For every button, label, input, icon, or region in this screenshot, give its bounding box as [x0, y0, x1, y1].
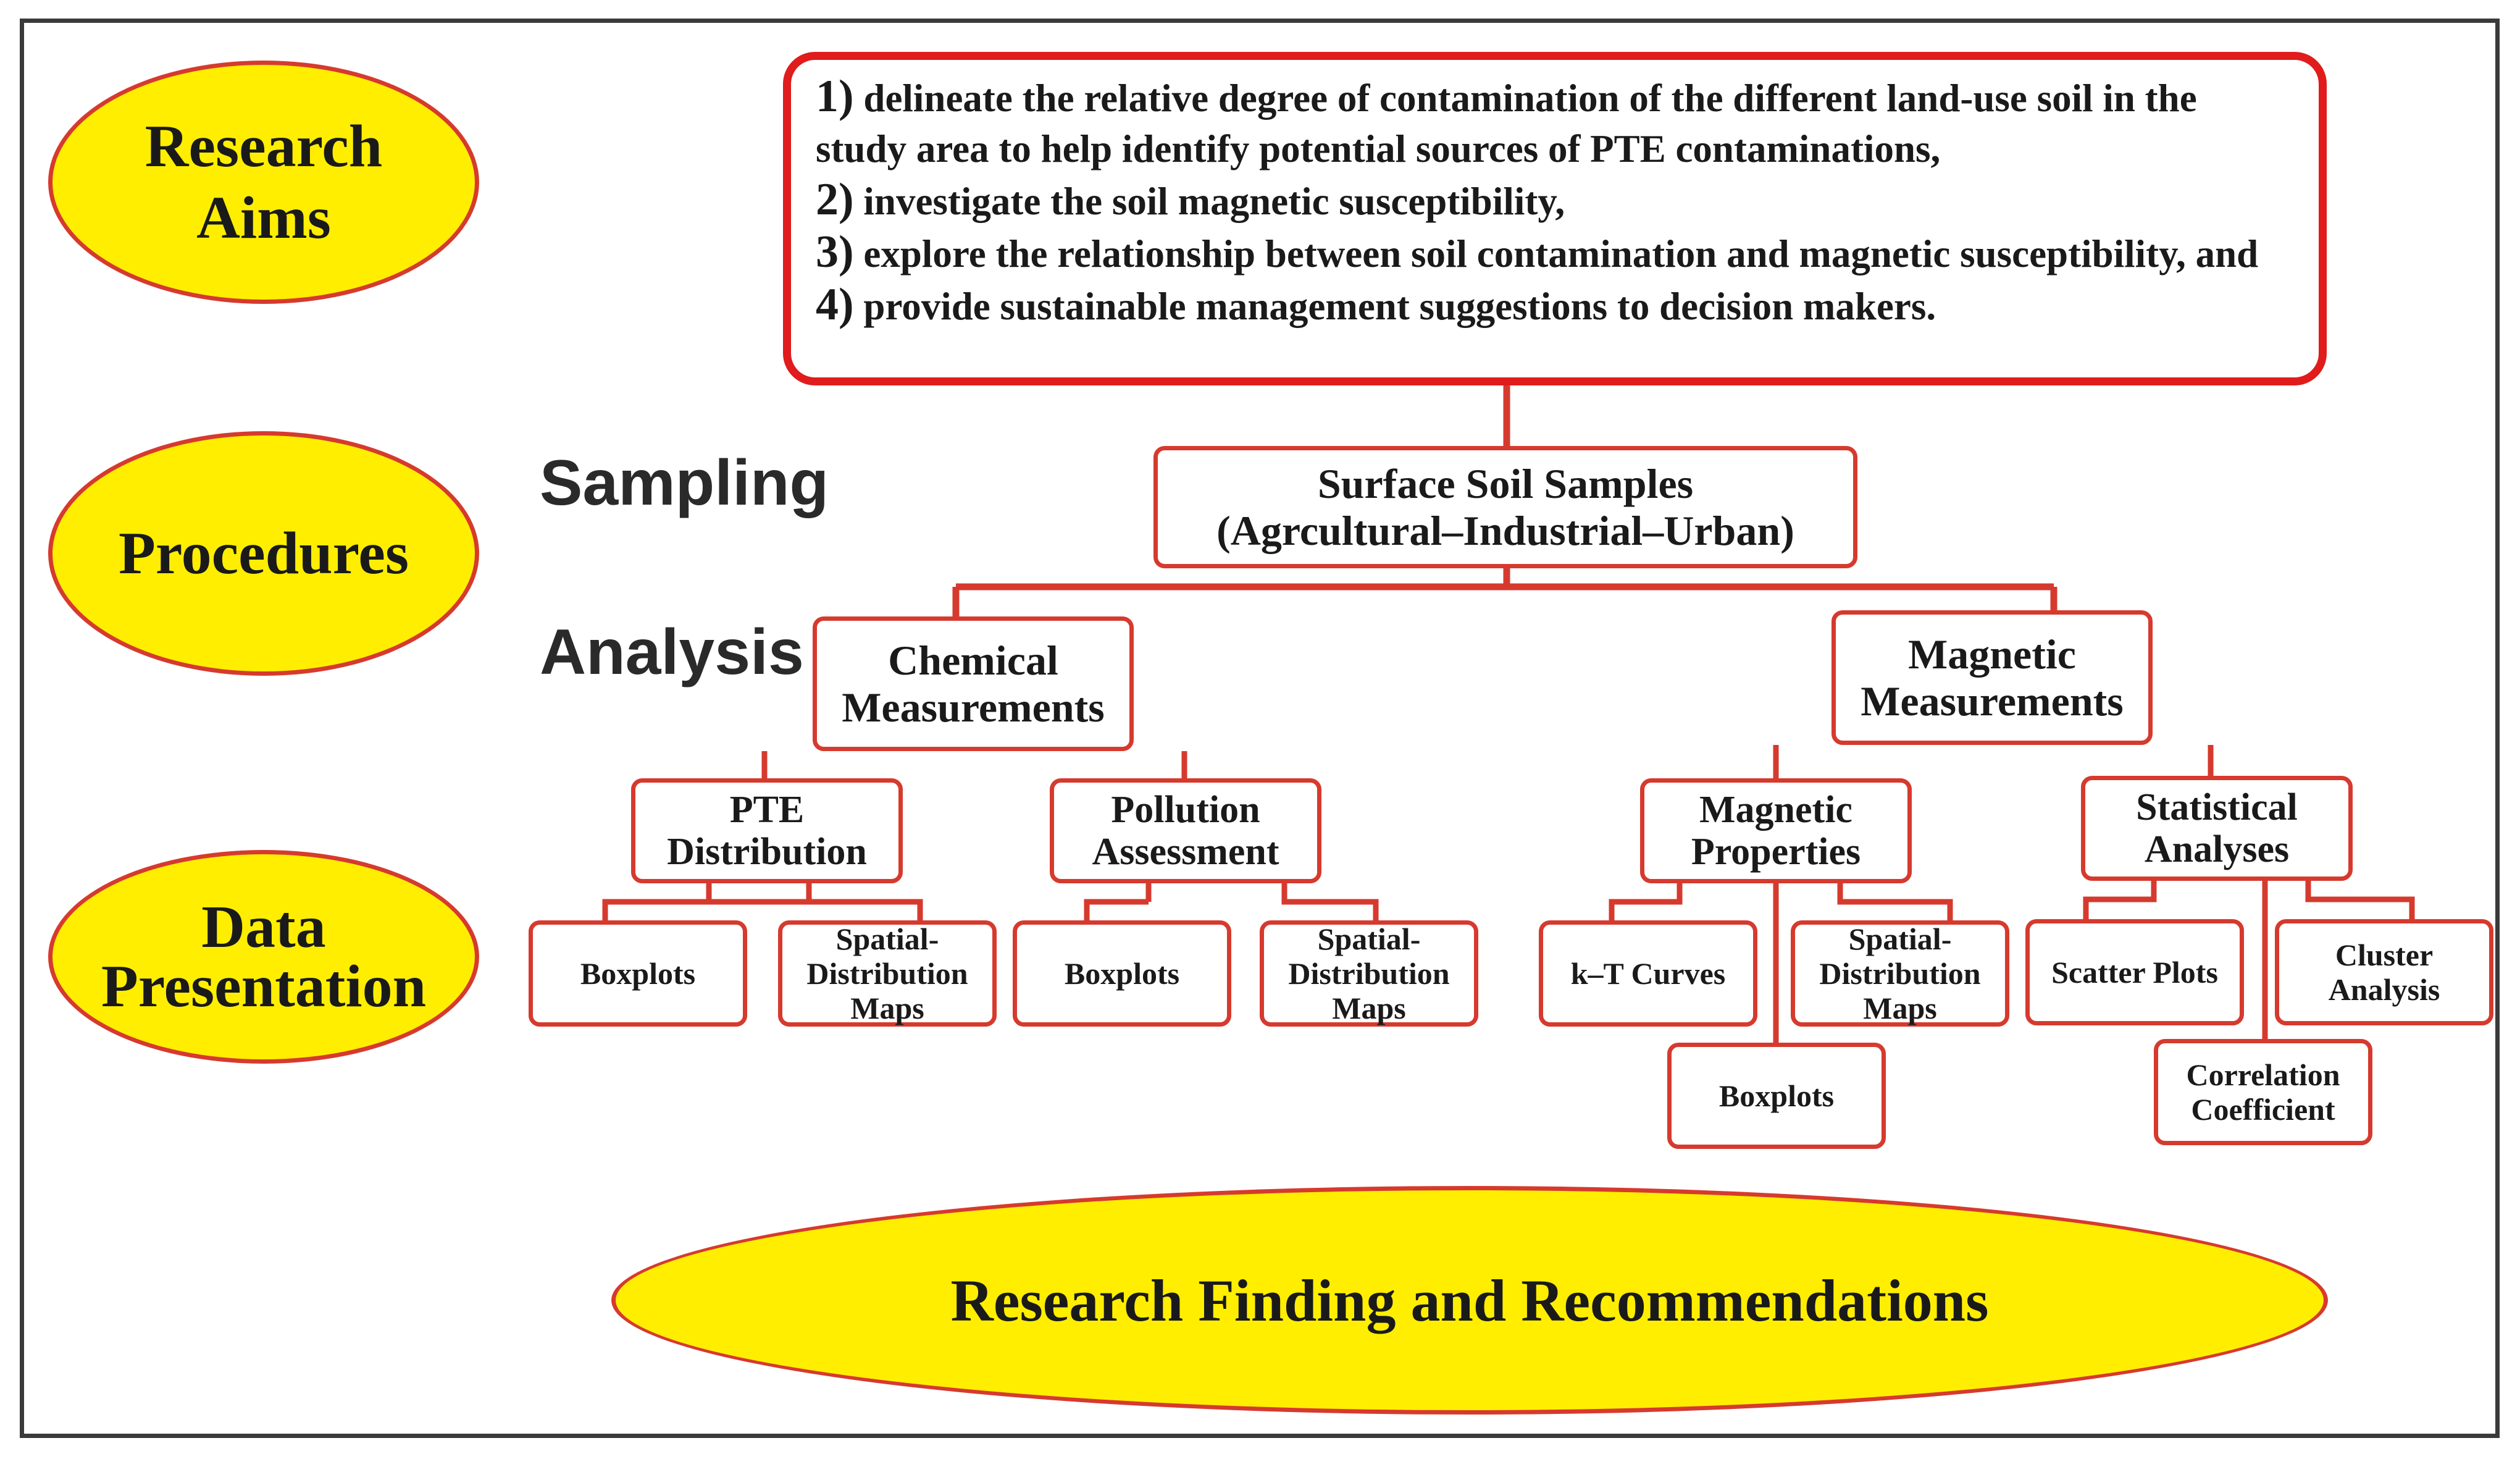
- pte-spatial-maps-box: Spatial- Distribution Maps: [778, 920, 997, 1027]
- magnetic-boxplots-box: Boxplots: [1667, 1043, 1886, 1149]
- cluster-analysis-box: Cluster Analysis: [2275, 919, 2493, 1025]
- correlation-coefficient-box: Correlation Coefficient: [2154, 1039, 2372, 1145]
- aim-item: 4) provide sustainable management sugges…: [816, 279, 2294, 332]
- research-findings-ellipse: Research Finding and Recommendations: [611, 1186, 2328, 1415]
- connector-magprops-children: [1609, 883, 1683, 920]
- magnetic-properties-box: Magnetic Properties: [1640, 778, 1912, 883]
- procedures-label: Procedures: [119, 520, 409, 587]
- data-presentation-ellipse: Data Presentation: [48, 850, 479, 1064]
- magnetic-spatial-maps-box: Spatial- Distribution Maps: [1791, 920, 2009, 1027]
- data-presentation-label: Data Presentation: [101, 894, 427, 1020]
- aim-text: explore the relationship between soil co…: [863, 232, 2259, 275]
- pte-boxplots-box: Boxplots: [529, 920, 747, 1027]
- chemical-measurements-box: Chemical Measurements: [813, 616, 1134, 751]
- connector-pollution-children: [1084, 899, 1149, 920]
- research-aims-label: Research Aims: [144, 113, 383, 251]
- aim-text: delineate the relative degree of contami…: [816, 77, 2197, 170]
- aim-item: 2) investigate the soil magnetic suscept…: [816, 174, 2294, 227]
- stage-sampling: Sampling: [540, 447, 829, 519]
- aim-number: 4): [816, 279, 854, 330]
- pollution-spatial-maps-box: Spatial- Distribution Maps: [1260, 920, 1478, 1027]
- aim-number: 2): [816, 174, 854, 225]
- aim-number: 3): [816, 227, 854, 277]
- aim-item: 1) delineate the relative degree of cont…: [816, 71, 2294, 174]
- research-aims-box: 1) delineate the relative degree of cont…: [783, 52, 2327, 385]
- kt-curves-box: k–T Curves: [1539, 920, 1757, 1027]
- research-aims-ellipse: Research Aims: [48, 61, 479, 304]
- connector-stats-children: [2083, 881, 2157, 920]
- connector-pte-children: [602, 899, 923, 920]
- procedures-ellipse: Procedures: [48, 431, 479, 676]
- aim-item: 3) explore the relationship between soil…: [816, 227, 2294, 279]
- pollution-assessment-box: Pollution Assessment: [1050, 778, 1321, 883]
- aim-number: 1): [816, 71, 854, 122]
- pollution-boxplots-box: Boxplots: [1013, 920, 1231, 1027]
- stage-analysis: Analysis: [540, 616, 804, 688]
- aim-text: investigate the soil magnetic susceptibi…: [863, 180, 1565, 223]
- statistical-analyses-box: Statistical Analyses: [2081, 776, 2353, 881]
- aim-text: provide sustainable management suggestio…: [863, 285, 1936, 328]
- surface-soil-samples-box: Surface Soil Samples (Agrcultural–Indust…: [1153, 446, 1857, 568]
- research-findings-label: Research Finding and Recommendations: [950, 1267, 1989, 1334]
- pte-distribution-box: PTE Distribution: [631, 778, 903, 883]
- scatter-plots-box: Scatter Plots: [2025, 919, 2244, 1025]
- magnetic-measurements-box: Magnetic Measurements: [1831, 610, 2153, 745]
